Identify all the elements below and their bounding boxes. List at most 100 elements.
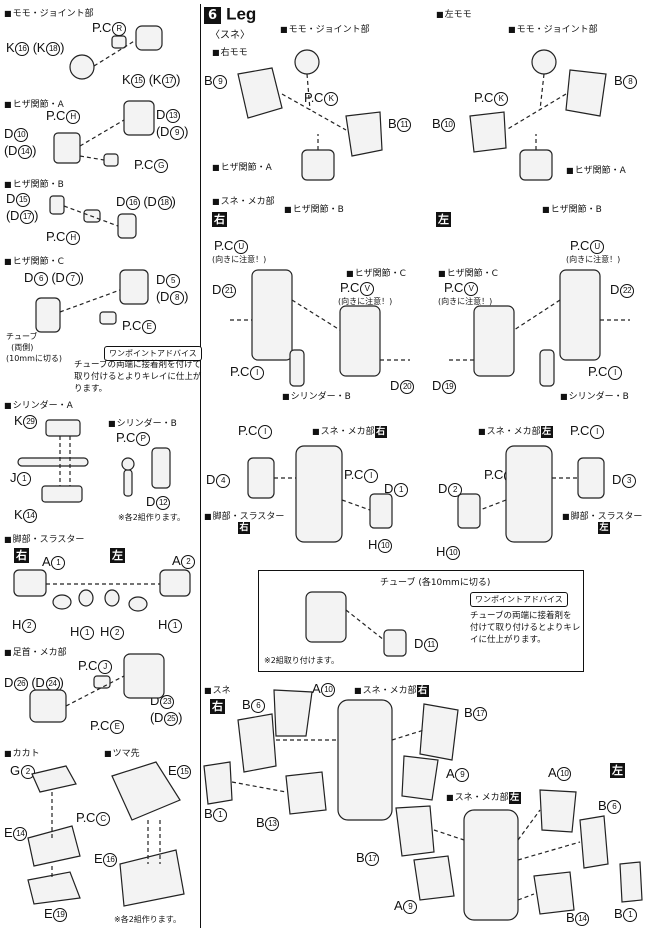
thr-r-body-part xyxy=(295,445,343,543)
hiza-c-right-part xyxy=(119,269,149,305)
step-header: 6 Leg xyxy=(204,4,256,25)
mecha-l-hiza-b: ヒザ関節・B xyxy=(542,202,602,215)
guide-line-momo xyxy=(93,39,137,67)
guide-line-hiza-b xyxy=(63,205,119,227)
sune-b17-part xyxy=(419,703,459,761)
sune-heading: スネ xyxy=(204,683,231,696)
mecha-l-hiza-c: ヒザ関節・C xyxy=(438,266,498,279)
mecha-l-cyl-part xyxy=(539,349,555,387)
guide-line-mecha-r xyxy=(230,299,410,361)
guide-line-sune-l xyxy=(433,809,581,901)
thigh-r-b9-part xyxy=(237,67,283,119)
sune-right-mark: 右 xyxy=(210,699,225,714)
cyl-b-body-part xyxy=(151,447,171,489)
guide-line-ashikubi xyxy=(65,675,125,707)
mecha-r-mark: 右 xyxy=(212,212,227,227)
mecha-r-frame-part xyxy=(251,269,293,361)
thruster-h-part-4 xyxy=(128,596,148,612)
sune-mecha-heading: スネ・メカ部 xyxy=(212,194,275,207)
hiza-b-left-part xyxy=(49,195,65,215)
tube-box-advice-text: チューブの両端に接着剤を 付けて取り付けるとよりキレ イに仕上がります。 xyxy=(470,611,581,645)
guide-line-hiza-c xyxy=(59,289,121,313)
tube-box-advice-title: ワンポイントアドバイス xyxy=(470,592,568,607)
sune-b1-part xyxy=(203,761,233,805)
mecha-r-note1: (向きに注意！) xyxy=(212,255,267,264)
sune-mecha-r: スネ・メカ部右 xyxy=(354,683,429,697)
tsumasaki-e16-part xyxy=(119,849,185,907)
kakato-heading: カカト xyxy=(4,746,40,759)
sune-l-mark: 左 xyxy=(610,763,625,778)
sune-l-b6-part xyxy=(579,815,609,869)
thr-l-d2-part xyxy=(457,493,481,529)
sune-mecha-l-part xyxy=(463,809,519,921)
momo-pc-part xyxy=(111,35,127,49)
thr-r-label: 脚部・スラスター xyxy=(204,509,285,522)
cyl-b-rod-part xyxy=(123,469,133,497)
thruster-a2-part xyxy=(159,569,191,597)
sune-a10-part xyxy=(273,689,313,737)
sune-b13-part xyxy=(285,771,327,815)
mecha-l-cyl: シリンダー・B xyxy=(560,389,629,402)
thruster-heading: 脚部・スラスター xyxy=(4,532,85,545)
hiza-a-right-part xyxy=(123,100,155,136)
hiza-b-heading: ヒザ関節・B xyxy=(4,177,64,190)
thigh-l-b10-part xyxy=(469,111,507,153)
momo-joint-l-heading: モモ・ジョイント部 xyxy=(508,22,598,35)
mecha-r-cyl-part xyxy=(289,349,305,387)
kakato-e19-part xyxy=(27,871,81,905)
guide-line-thigh-l xyxy=(505,73,567,150)
column-divider xyxy=(200,4,201,928)
thr-l-body-part xyxy=(505,445,553,543)
thigh-l-hiza-part xyxy=(519,149,553,181)
thruster-a1-part xyxy=(13,569,47,597)
left-thigh-heading: 左モモ xyxy=(436,7,472,20)
momo-joint-heading: モモ・ジョイント部 xyxy=(4,6,94,19)
guide-line-sune xyxy=(231,729,425,793)
step-title: Leg xyxy=(226,4,257,24)
guide-line-thigh-r xyxy=(281,73,347,150)
right-thigh-heading: 右モモ xyxy=(212,45,248,58)
sune-b6-part xyxy=(237,713,277,773)
ashikubi-heading: 足首・メカ部 xyxy=(4,645,67,658)
momo-joint-part xyxy=(135,25,163,51)
thigh-r-ball-part xyxy=(294,49,320,75)
thigh-l-hiza-a: ヒザ関節・A xyxy=(566,163,626,176)
